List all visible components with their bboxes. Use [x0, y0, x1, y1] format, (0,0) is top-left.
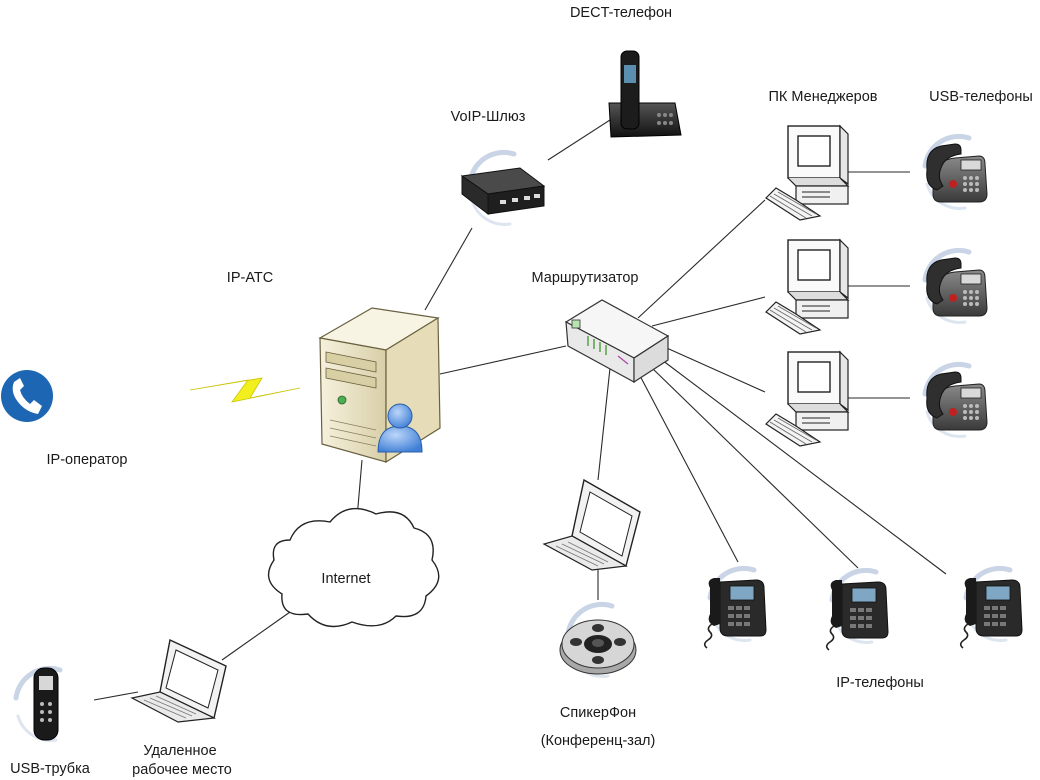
link-router-pc2 [651, 296, 766, 327]
label-pc-managers: ПК Менеджеров [768, 89, 878, 105]
dect-phone-icon [608, 50, 682, 138]
label-conference-room: (Конференц-зал) [540, 733, 656, 749]
label-remote-workplace-2: рабочее место [132, 762, 232, 778]
laptop-icon [542, 478, 641, 571]
internet-cloud-icon [267, 507, 440, 628]
connection-lines [93, 119, 947, 701]
ip-phone-icon [705, 568, 766, 648]
pc-icon [765, 239, 849, 335]
usb-phone-icon [925, 136, 987, 208]
label-speakerphone: СпикерФон [559, 705, 637, 721]
label-usb-handset: USB-трубка [10, 761, 90, 777]
ip-operator-icon [1, 370, 53, 422]
pc-icon [765, 125, 849, 221]
usb-phone-icon [925, 364, 987, 436]
link-router-ipphone1 [637, 371, 739, 563]
label-ip-phones: IP-телефоны [836, 675, 924, 691]
label-voip-gateway: VoIP-Шлюз [450, 109, 526, 125]
router-icon [564, 299, 670, 384]
label-ip-operator: IP-оператор [46, 452, 128, 468]
label-internet: Internet [321, 571, 371, 587]
usb-handset-icon [16, 668, 60, 740]
ip-phone-icon [827, 570, 888, 650]
link-remote-usbhandset [93, 691, 139, 701]
lightning-icon [189, 377, 301, 403]
remote-laptop-icon [130, 638, 227, 723]
link-pbx-router [439, 345, 567, 375]
label-usb-phones: USB-телефоны [929, 89, 1033, 105]
link-gateway-dect [547, 119, 611, 161]
link-router-pc3 [659, 344, 766, 393]
link-router-laptop [597, 367, 611, 481]
usb-phone-icon [925, 250, 987, 322]
link-router-ipphone2 [651, 367, 859, 569]
label-remote-workplace-1: Удаленное [143, 743, 217, 759]
link-router-pc1 [637, 199, 766, 319]
link-gateway-pbx [424, 227, 473, 311]
speakerphone-icon [559, 604, 637, 676]
pc-icon [765, 351, 849, 447]
ip-phone-icon [961, 568, 1022, 648]
link-router-ipphone3 [661, 359, 947, 575]
ip-pbx-server-icon [318, 307, 441, 464]
label-dect-phone: DECT-телефон [569, 5, 673, 21]
label-router: Маршрутизатор [531, 270, 639, 286]
user-icon [377, 403, 423, 453]
label-ip-pbx: IP-АТС [226, 270, 274, 286]
voip-gateway-icon [460, 152, 546, 224]
link-internet-remote [221, 611, 291, 661]
